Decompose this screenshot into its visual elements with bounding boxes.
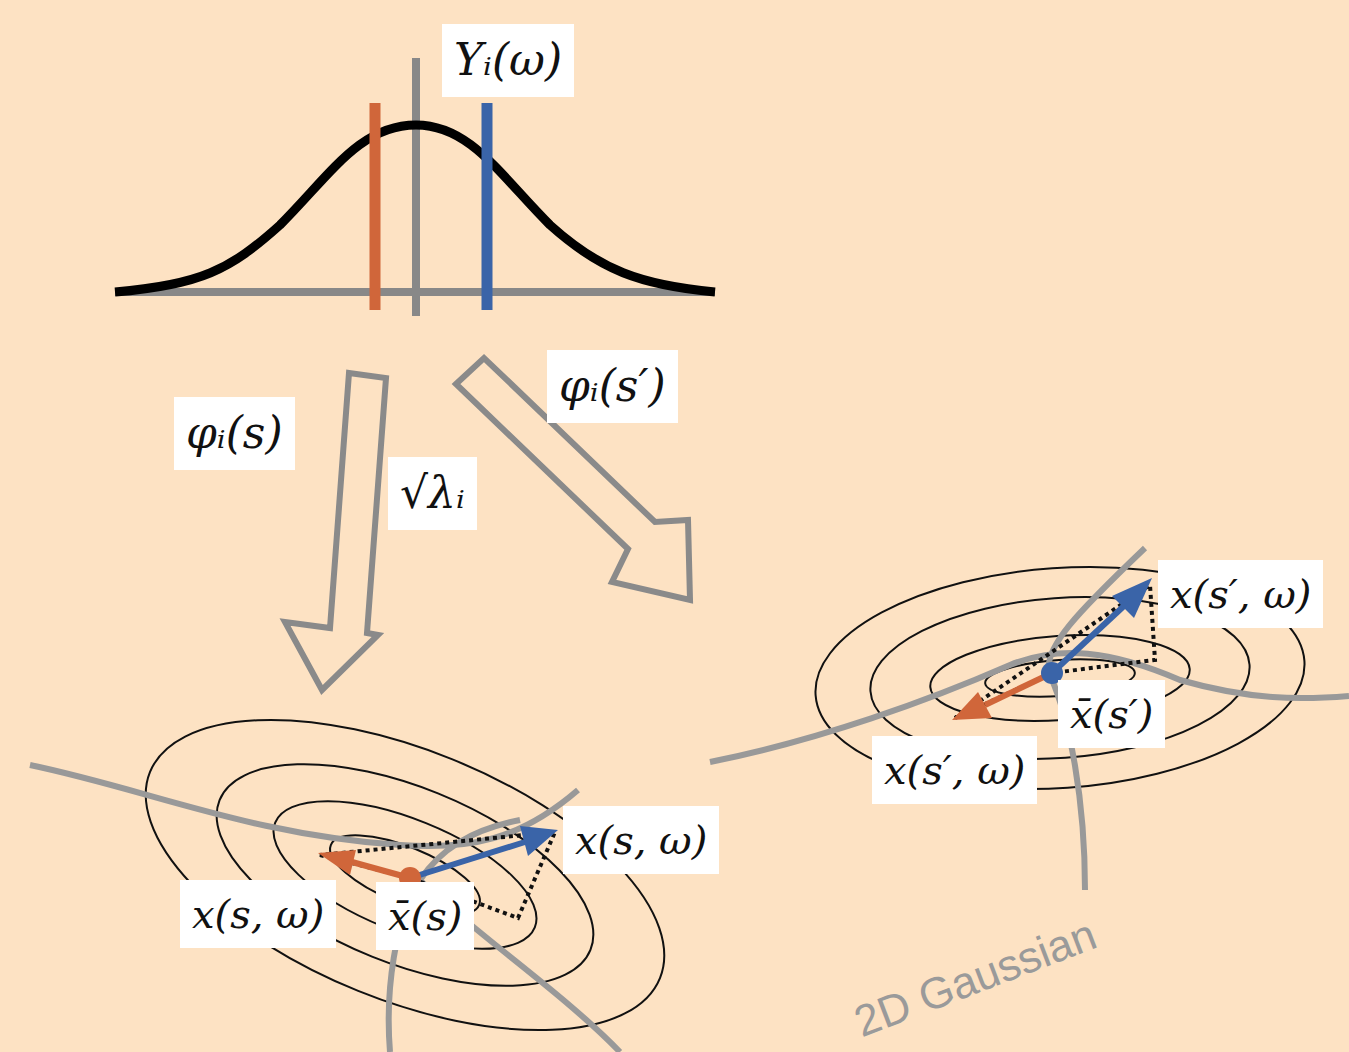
hollow-arrow (285, 373, 386, 690)
math-label: Yᵢ(ω) (442, 24, 574, 97)
math-label: √λᵢ (388, 457, 477, 530)
math-label: x(s, ω) (563, 806, 719, 874)
math-label: x(s, ω) (180, 880, 336, 948)
gaussian-1d (115, 58, 715, 316)
math-label: x(s′, ω) (1158, 560, 1323, 628)
math-label: φᵢ(s′) (547, 350, 678, 423)
gaussian-2d-right (710, 548, 1349, 890)
sample-line-orange (370, 103, 381, 310)
math-label: x̄(s′) (1058, 680, 1165, 748)
bell-curve (115, 125, 715, 292)
math-label: x̄(s) (376, 882, 474, 950)
watermark-label: 2D Gaussian (847, 909, 1102, 1047)
math-label: x(s′, ω) (872, 736, 1037, 804)
math-label: φᵢ(s) (174, 397, 295, 470)
mean-line (412, 58, 420, 316)
sample-line-blue (482, 103, 493, 310)
